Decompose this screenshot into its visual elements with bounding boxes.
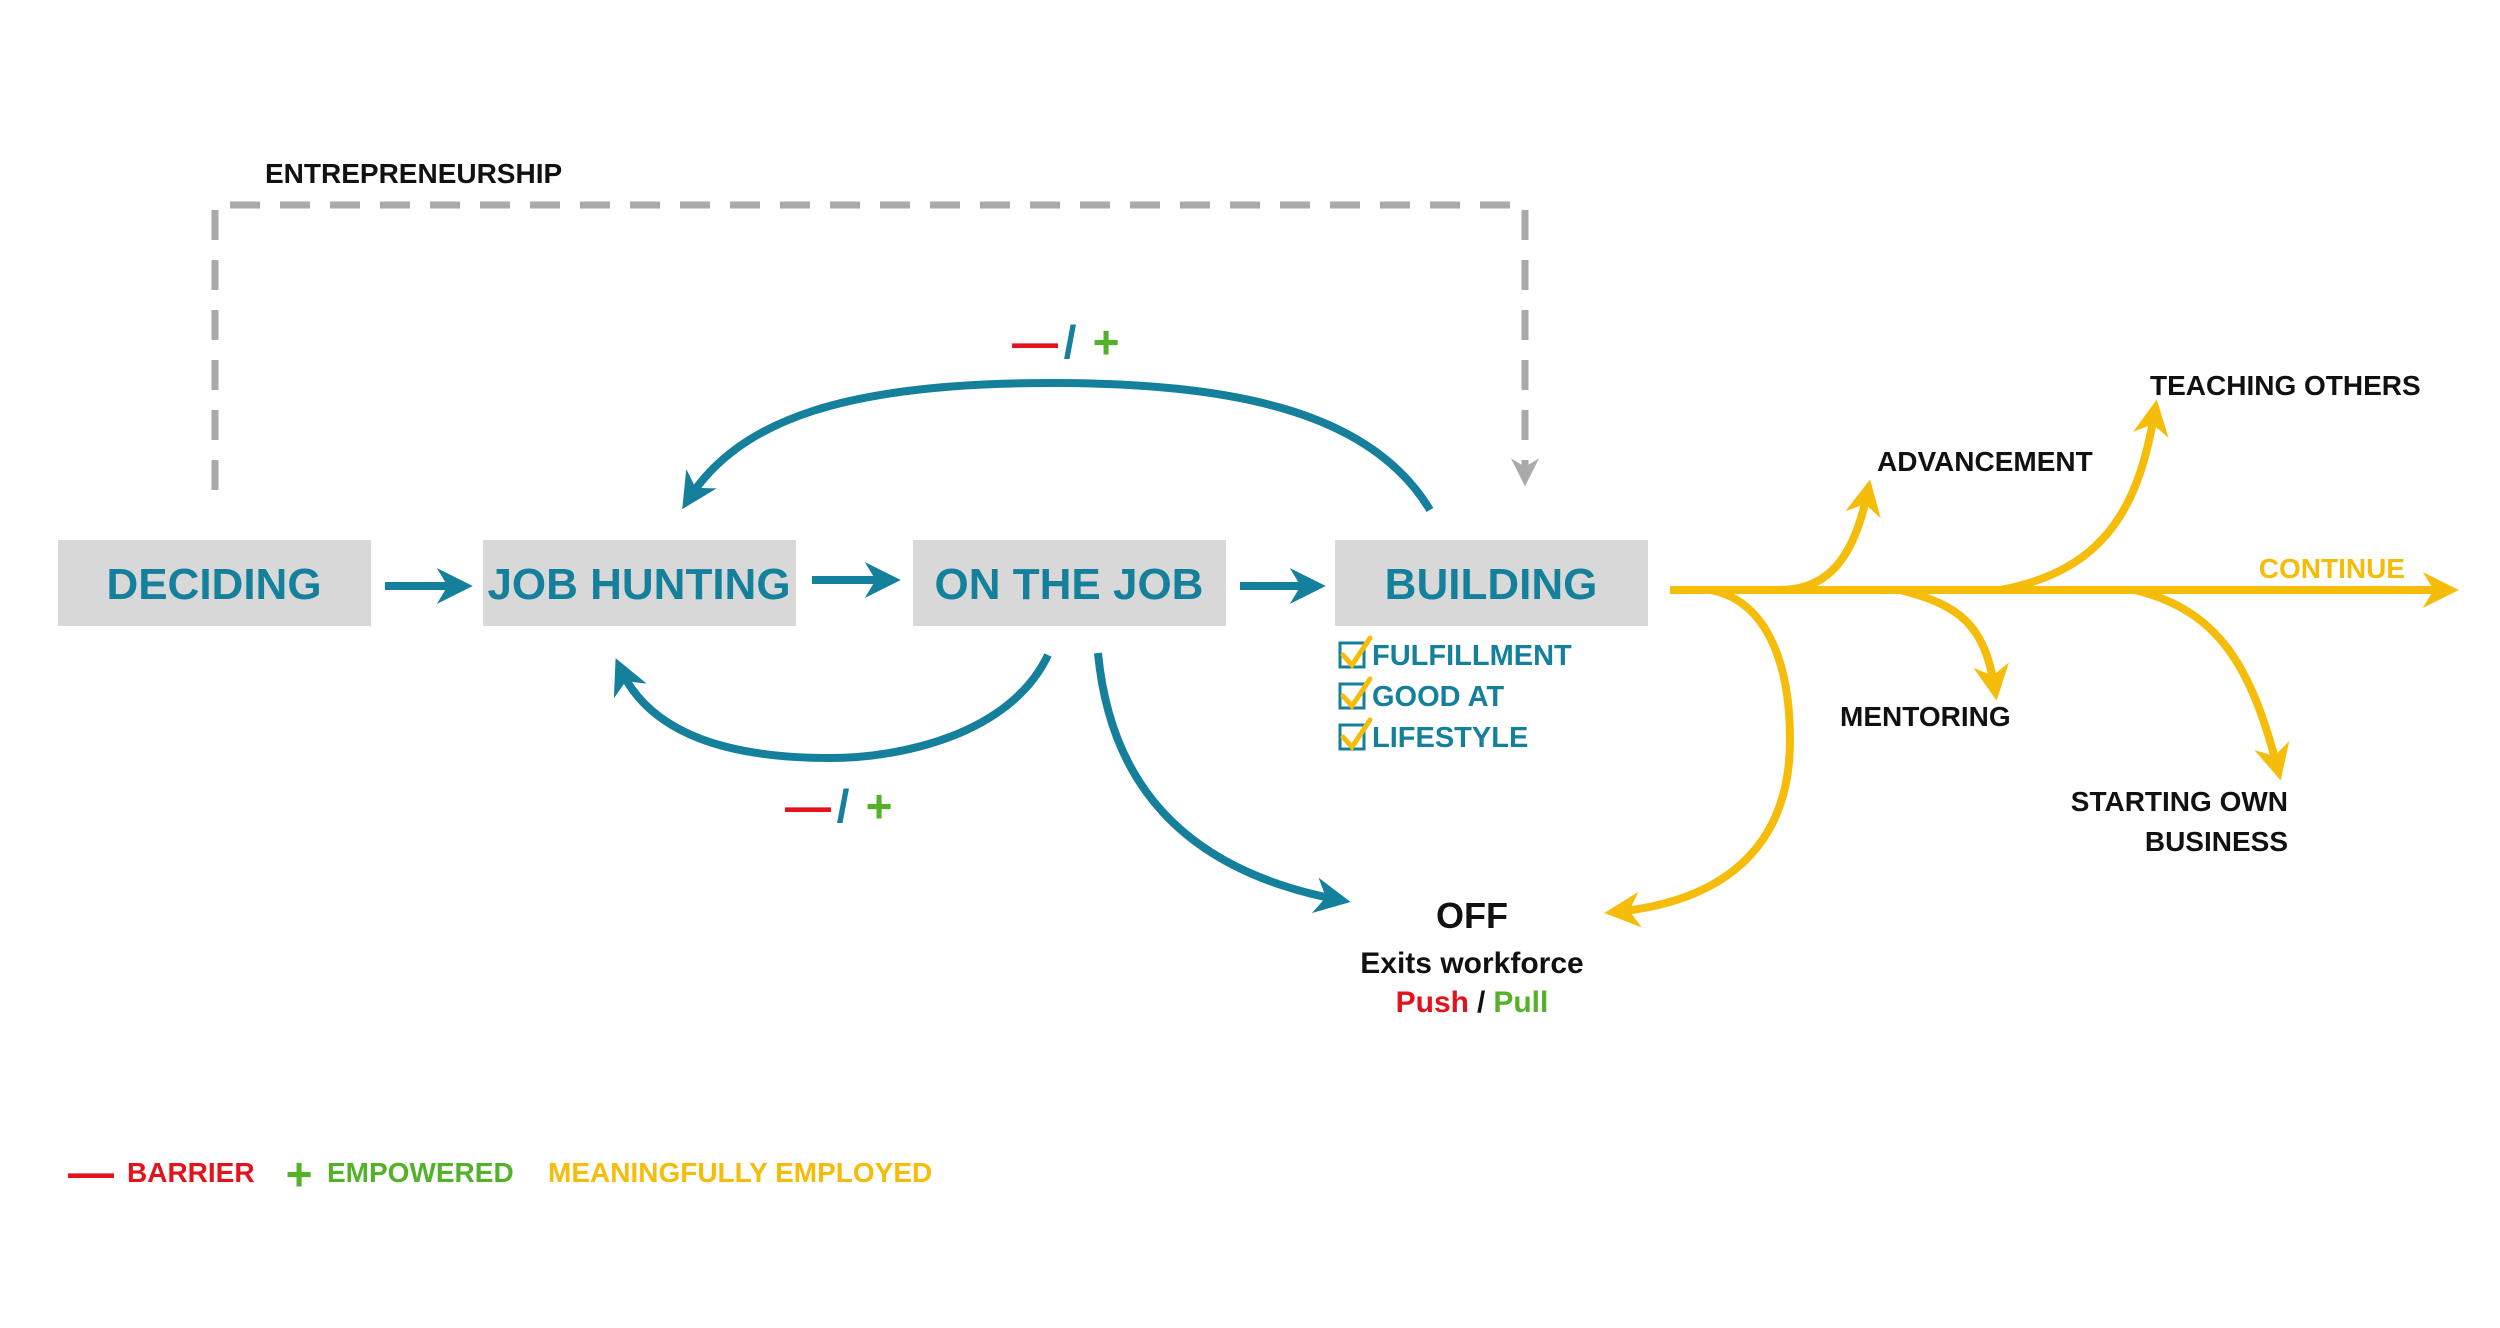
branch-starting-own-business <box>2134 586 2290 781</box>
label-advancement: ADVANCEMENT <box>1877 446 2093 477</box>
empowered-plus: + <box>866 780 893 832</box>
stage-label: JOB HUNTING <box>487 560 790 609</box>
stage-arrows <box>385 562 1326 604</box>
checkbox-checked-icon <box>1338 676 1373 711</box>
loop-slash: / <box>1064 316 1077 368</box>
legend-barrier-symbol: — <box>68 1146 114 1198</box>
off-push-pull: Push/Pull <box>1396 986 1549 1019</box>
loop-on-the-job-to-job-hunting <box>613 653 1052 763</box>
branch-advancement <box>1779 479 1881 594</box>
checklist-label: FULFILLMENT <box>1372 640 1572 672</box>
off-subtitle: Exits workforce <box>1360 947 1583 980</box>
bottom-loop-marker: — / + <box>785 780 892 832</box>
entrepreneurship-label: ENTREPRENEURSHIP <box>265 158 562 189</box>
arrow-on-the-job-to-off <box>1094 652 1351 914</box>
feedback-loops <box>613 378 1434 914</box>
checkbox-checked-icon <box>1338 635 1373 670</box>
stage-building: BUILDING <box>1335 540 1648 626</box>
branch-mentoring <box>1899 586 2009 701</box>
checklist-item: GOOD AT <box>1338 676 1504 713</box>
branch-teaching-others <box>1999 399 2169 594</box>
entrepreneurship-path: ENTREPRENEURSHIP <box>211 158 1539 490</box>
branch-exit-to-off <box>1604 586 1795 928</box>
legend-barrier: BARRIER <box>127 1157 255 1188</box>
legend-meaningfully-employed: MEANINGFULLY EMPLOYED <box>548 1157 932 1188</box>
checklist-item: FULFILLMENT <box>1338 635 1572 672</box>
off-title: OFF <box>1436 895 1508 936</box>
stage-label: ON THE JOB <box>935 560 1204 609</box>
top-loop-marker: — / + <box>1012 316 1119 368</box>
label-starting-own-business-line1: STARTING OWN <box>2071 786 2288 817</box>
barrier-minus: — <box>785 780 831 832</box>
checklist-label: LIFESTYLE <box>1372 722 1528 754</box>
loop-building-to-job-hunting <box>682 378 1434 513</box>
legend-empowered-symbol: + <box>286 1148 313 1200</box>
stage-deciding: DECIDING <box>58 540 371 626</box>
loop-slash: / <box>837 780 850 832</box>
legend-empowered: EMPOWERED <box>327 1157 514 1188</box>
stage-label: BUILDING <box>1385 560 1598 609</box>
label-teaching-others: TEACHING OTHERS <box>2150 370 2421 401</box>
barrier-minus: — <box>1012 316 1058 368</box>
label-continue: CONTINUE <box>2259 553 2405 584</box>
stage-label: DECIDING <box>106 560 321 609</box>
push-label: Push <box>1396 986 1469 1019</box>
off-node: OFF Exits workforce Push/Pull <box>1360 895 1583 1019</box>
legend: — BARRIER + EMPOWERED MEANINGFULLY EMPLO… <box>68 1146 932 1200</box>
pull-label: Pull <box>1493 986 1548 1019</box>
empowered-plus: + <box>1093 316 1120 368</box>
label-mentoring: MENTORING <box>1840 701 2011 732</box>
stage-on-the-job: ON THE JOB <box>913 540 1226 626</box>
checkbox-checked-icon <box>1338 717 1373 752</box>
employment-branches <box>1604 399 2459 928</box>
building-checklist: FULFILLMENT GOOD AT LIFESTYLE <box>1338 635 1572 754</box>
stage-job-hunting: JOB HUNTING <box>483 540 796 626</box>
checklist-label: GOOD AT <box>1372 681 1504 713</box>
label-starting-own-business-line2: BUSINESS <box>2145 826 2288 857</box>
checklist-item: LIFESTYLE <box>1338 717 1528 754</box>
push-pull-separator: / <box>1477 986 1486 1019</box>
